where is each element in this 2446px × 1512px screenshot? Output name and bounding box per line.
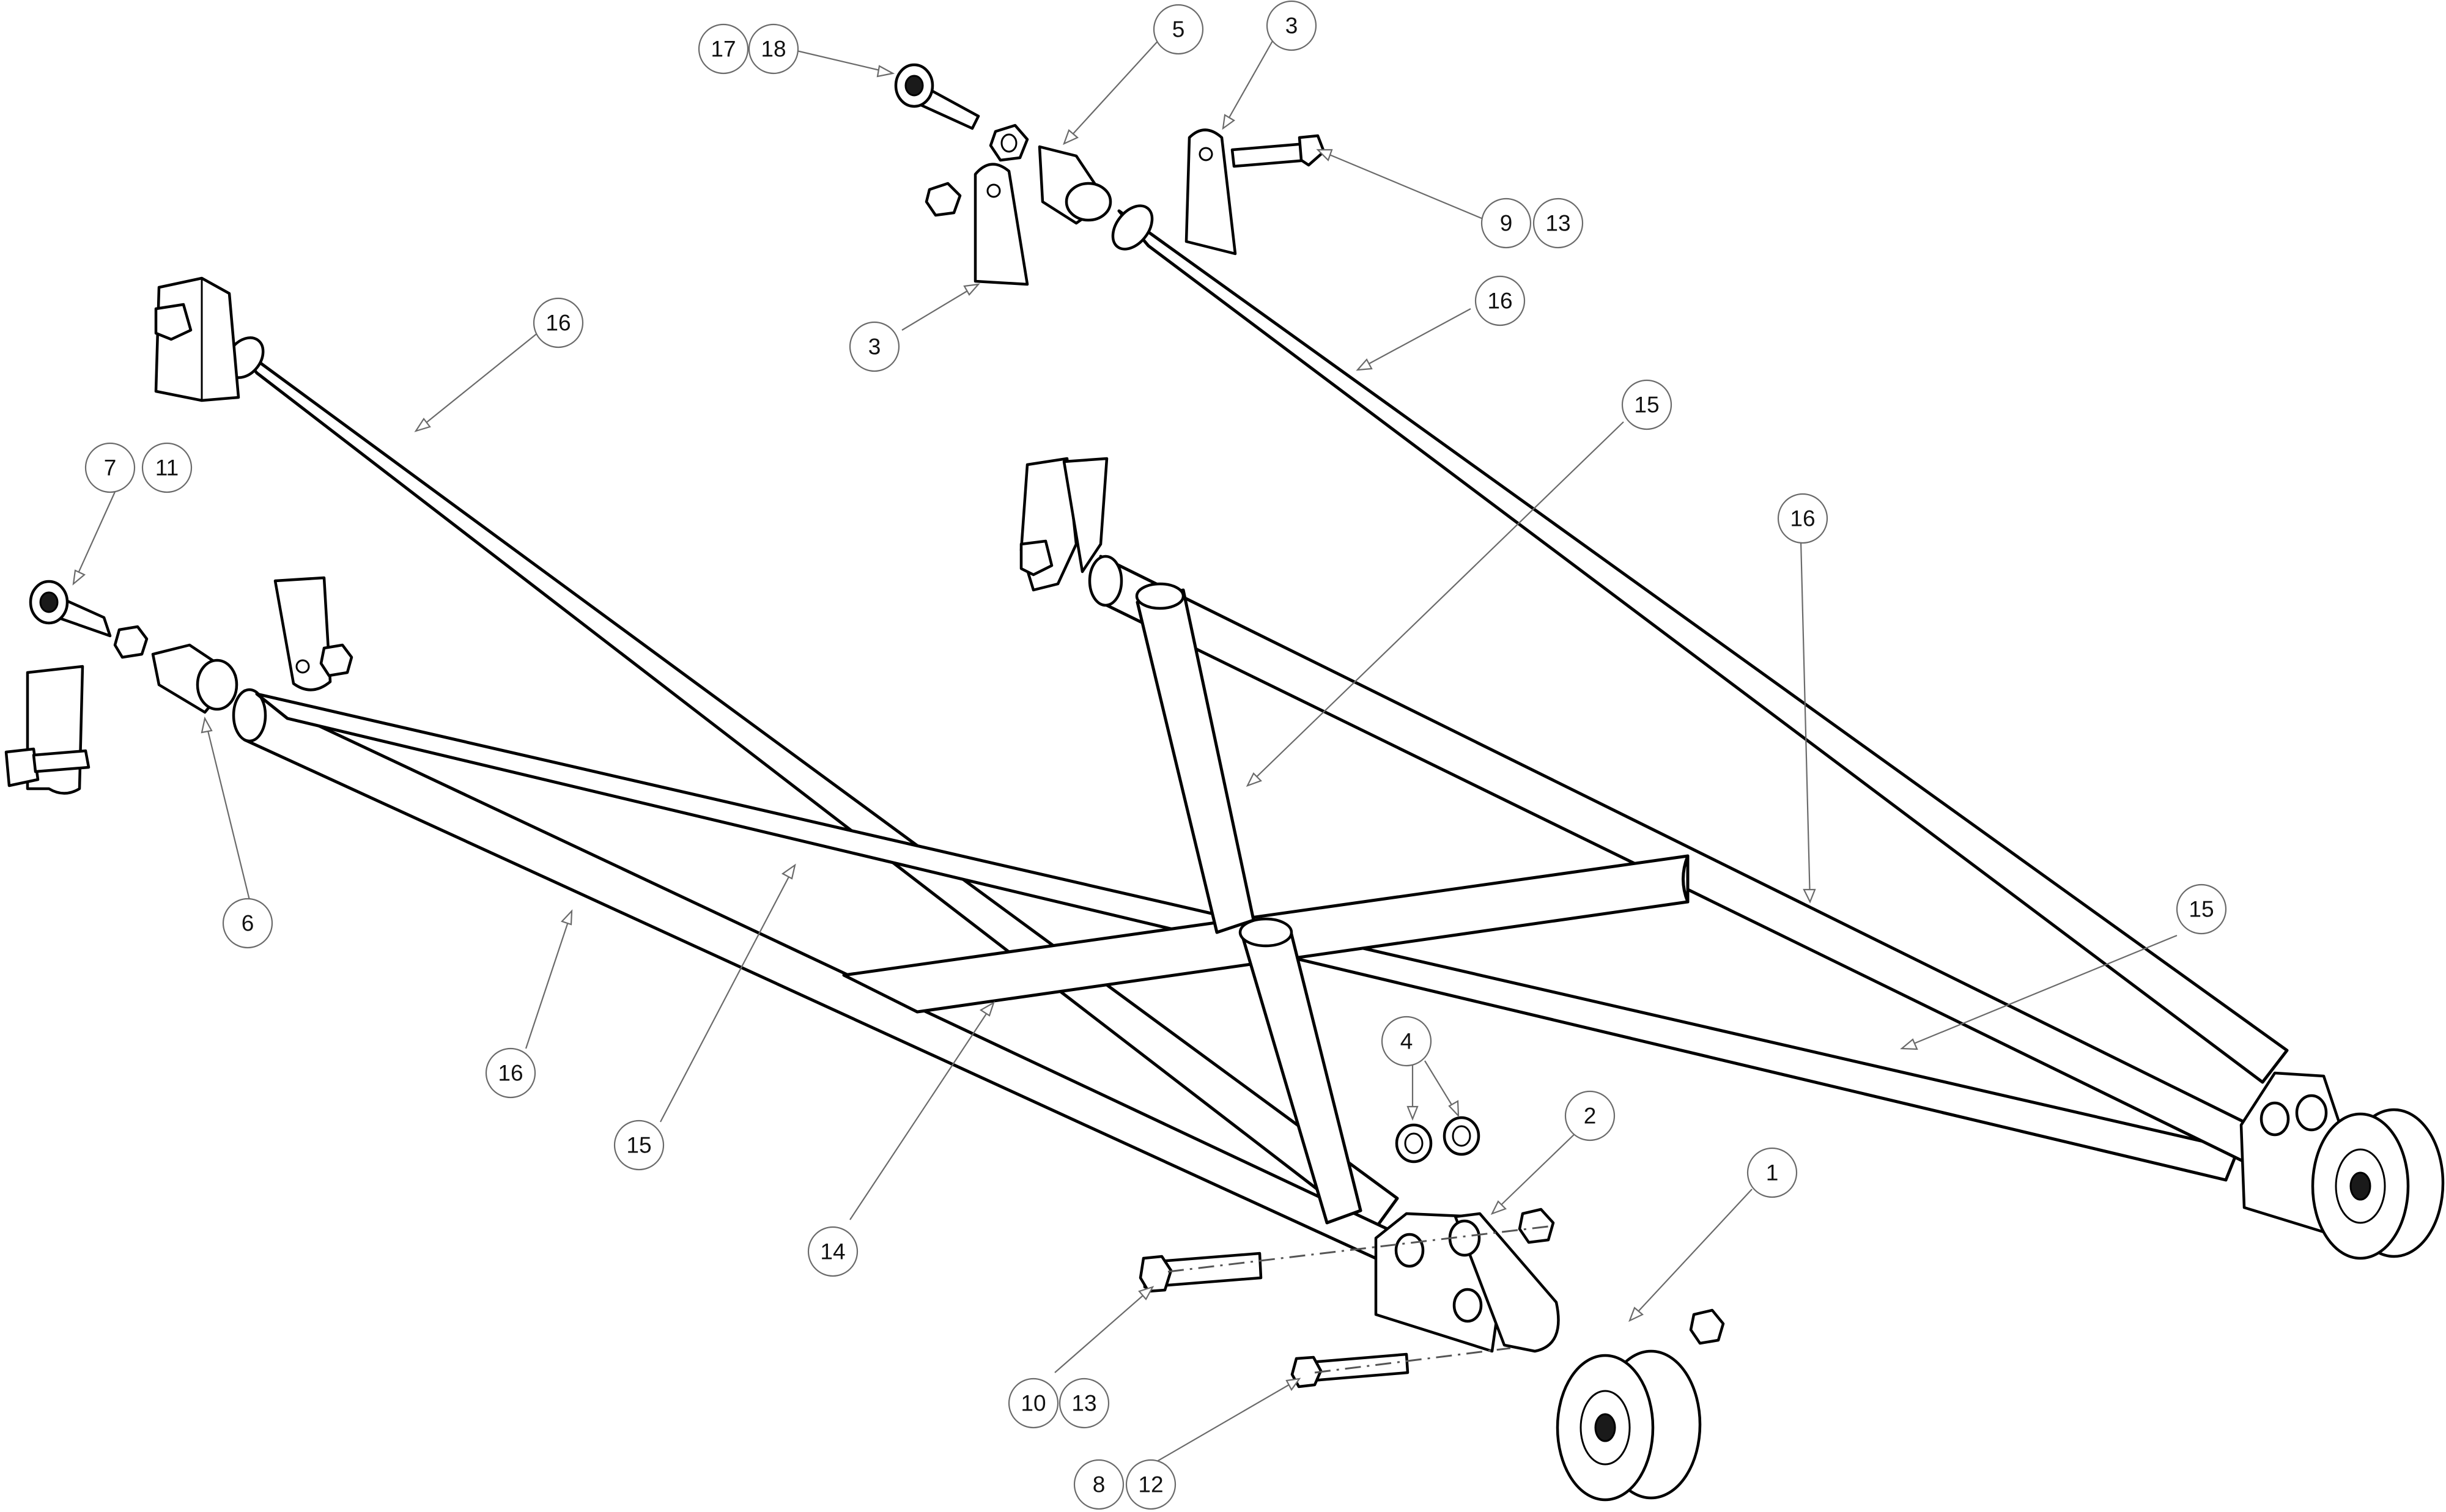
tube-front-strut xyxy=(1238,917,1362,1225)
rod-end-7-11 xyxy=(29,580,112,638)
hex-nut-left-upper xyxy=(319,643,353,677)
hex-nut-small-top-left xyxy=(925,182,962,217)
svg-text:6: 6 xyxy=(242,911,254,936)
callout-16-upper-right: 16 xyxy=(1474,275,1526,326)
svg-text:15: 15 xyxy=(626,1133,651,1158)
svg-text:13: 13 xyxy=(1545,211,1570,236)
callout-balloons: 17 18 5 3 9 13 3 16 16 15 7 11 16 6 15 4… xyxy=(84,0,2227,1510)
wheel-right xyxy=(2311,1108,2445,1260)
callout-15-lower-left: 15 xyxy=(613,1119,665,1171)
clevis-bracket-mid xyxy=(1019,457,1109,592)
svg-text:7: 7 xyxy=(104,455,117,481)
socket-5 xyxy=(1038,145,1112,225)
svg-text:14: 14 xyxy=(820,1239,845,1264)
svg-text:3: 3 xyxy=(868,334,881,360)
callout-9: 9 xyxy=(1480,197,1532,249)
callout-4: 4 xyxy=(1381,1016,1432,1067)
bolt-left-lower xyxy=(4,747,91,787)
callout-8: 8 xyxy=(1073,1459,1125,1510)
callout-16-right: 16 xyxy=(1777,493,1828,544)
svg-text:12: 12 xyxy=(1138,1472,1163,1497)
svg-text:9: 9 xyxy=(1500,211,1513,236)
svg-text:17: 17 xyxy=(711,37,736,62)
rod-end-17-18 xyxy=(894,63,980,130)
mounting-tab-3-right xyxy=(1184,128,1237,256)
callout-1: 1 xyxy=(1746,1147,1798,1198)
svg-text:3: 3 xyxy=(1285,13,1298,39)
callout-13-top: 13 xyxy=(1532,197,1584,249)
svg-text:18: 18 xyxy=(761,37,786,62)
callout-2: 2 xyxy=(1564,1090,1616,1141)
svg-text:5: 5 xyxy=(1172,17,1185,42)
callout-6: 6 xyxy=(222,898,273,949)
svg-text:16: 16 xyxy=(498,1061,523,1086)
tube-lower-left-to-front-hinge xyxy=(232,688,1402,1264)
callout-12: 12 xyxy=(1125,1459,1177,1510)
hinge-plate-front xyxy=(1374,1212,1560,1353)
svg-text:15: 15 xyxy=(1634,393,1659,418)
svg-text:16: 16 xyxy=(1487,289,1512,314)
bolt-10-13 xyxy=(1139,1252,1263,1293)
svg-text:8: 8 xyxy=(1093,1472,1106,1497)
svg-text:2: 2 xyxy=(1584,1104,1597,1129)
callout-3-left: 3 xyxy=(849,321,900,372)
bolt-8-12 xyxy=(1290,1352,1410,1388)
hex-nut-left xyxy=(113,625,149,659)
hex-nut-top xyxy=(989,124,1029,162)
callout-18: 18 xyxy=(748,23,799,75)
tube-rear-left-to-right-hinge xyxy=(1111,204,2289,1084)
bushings-4 xyxy=(1395,1116,1480,1164)
wheel-front xyxy=(1556,1349,1702,1502)
callout-14: 14 xyxy=(807,1226,859,1277)
callout-15-upper: 15 xyxy=(1621,379,1672,430)
callout-16-upper-left: 16 xyxy=(533,297,584,348)
leader-lines xyxy=(72,36,2178,1468)
callout-10: 10 xyxy=(1008,1377,1059,1429)
callout-17: 17 xyxy=(698,23,749,75)
svg-text:13: 13 xyxy=(1071,1391,1096,1416)
svg-text:11: 11 xyxy=(155,455,179,481)
svg-text:4: 4 xyxy=(1400,1029,1413,1054)
svg-text:15: 15 xyxy=(2189,897,2214,922)
hex-nut-wheel-front xyxy=(1689,1308,1725,1345)
mounting-tab-3-left xyxy=(974,163,1029,286)
svg-text:10: 10 xyxy=(1021,1391,1046,1416)
svg-text:16: 16 xyxy=(545,311,571,336)
callout-5: 5 xyxy=(1153,4,1204,55)
callout-13-bottom: 13 xyxy=(1059,1377,1110,1429)
callout-16-lower-left: 16 xyxy=(485,1047,536,1099)
bolt-9-13 xyxy=(1230,134,1326,168)
callout-3-top: 3 xyxy=(1266,0,1317,51)
callout-15-right: 15 xyxy=(2176,883,2227,935)
callout-11: 11 xyxy=(141,442,193,493)
clevis-bracket-top-left xyxy=(154,276,240,402)
svg-text:1: 1 xyxy=(1766,1160,1779,1186)
callout-7: 7 xyxy=(84,442,136,493)
socket-6 xyxy=(151,643,238,714)
hex-nut-front xyxy=(1518,1208,1555,1244)
mounting-tab-left-upper xyxy=(273,576,332,691)
svg-text:16: 16 xyxy=(1790,506,1815,531)
